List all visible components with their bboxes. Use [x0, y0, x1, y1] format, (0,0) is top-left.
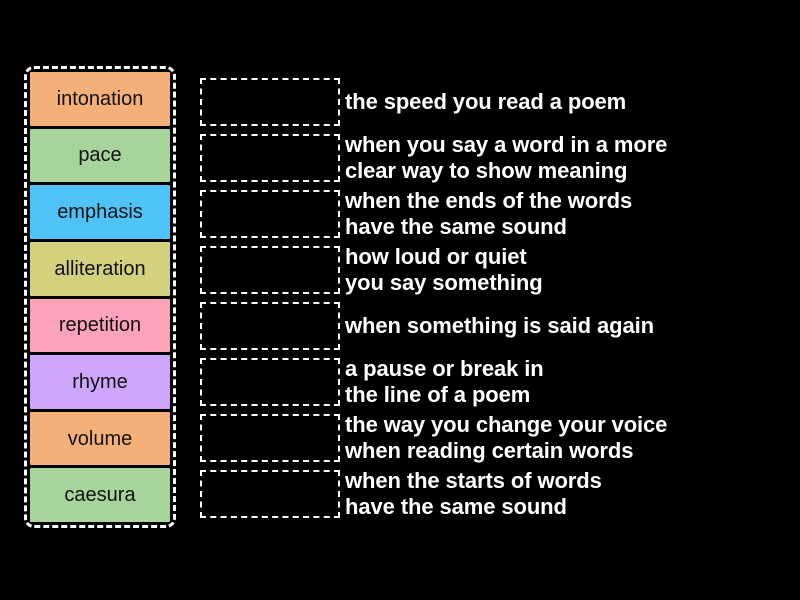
definitions-list: the speed you read a poem when you say a …: [345, 78, 795, 519]
definition-text: when you say a word in a more clear way …: [345, 132, 668, 183]
word-tile[interactable]: emphasis: [30, 185, 170, 239]
drop-zone[interactable]: [200, 302, 340, 350]
definition-text: when the starts of words have the same s…: [345, 468, 602, 519]
drop-zone[interactable]: [200, 414, 340, 462]
drop-zone[interactable]: [200, 470, 340, 518]
definition-text: the way you change your voice when readi…: [345, 412, 668, 463]
word-tile[interactable]: rhyme: [30, 355, 170, 409]
definition-text: the speed you read a poem: [345, 89, 627, 115]
drop-zone[interactable]: [200, 78, 340, 126]
word-tile[interactable]: repetition: [30, 298, 170, 353]
drop-zone[interactable]: [200, 190, 340, 238]
definition-text: how loud or quiet you say something: [345, 244, 543, 295]
word-tile[interactable]: caesura: [30, 468, 170, 522]
definition-text: when the ends of the words have the same…: [345, 188, 633, 239]
word-tile[interactable]: pace: [30, 128, 170, 183]
drop-zone[interactable]: [200, 246, 340, 294]
definition-text: when something is said again: [345, 313, 654, 339]
drop-zone[interactable]: [200, 358, 340, 406]
word-tile[interactable]: volume: [30, 411, 170, 466]
word-tile[interactable]: intonation: [30, 72, 170, 126]
drop-zone[interactable]: [200, 134, 340, 182]
drop-zones-list: [200, 78, 340, 518]
definition-text: a pause or break in the line of a poem: [345, 356, 544, 407]
word-tile[interactable]: alliteration: [30, 241, 170, 296]
